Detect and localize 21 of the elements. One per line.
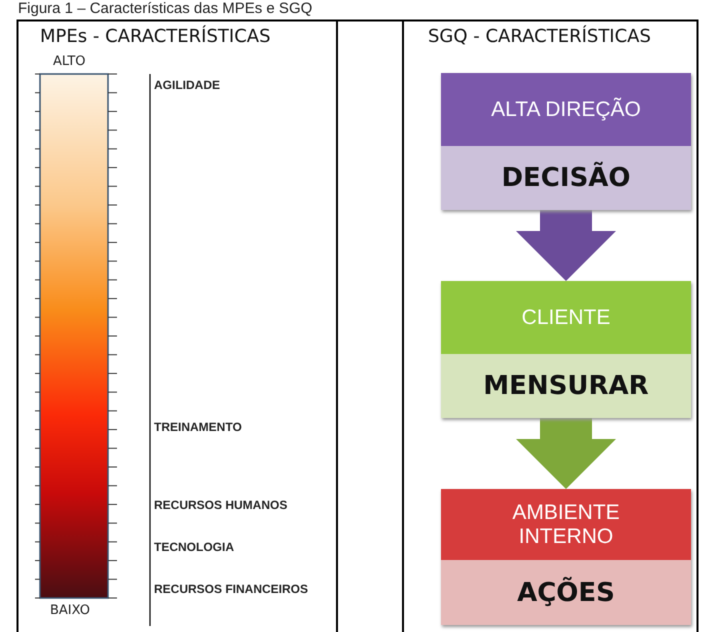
box-heading: CLIENTE — [441, 281, 691, 354]
box-body-text: DECISÃO — [441, 146, 691, 210]
block-arrow — [516, 210, 616, 281]
box-heading: AMBIENTE INTERNO — [441, 489, 691, 560]
scale-end-label: ALTO — [53, 54, 86, 69]
scale-item-label: RECURSOS HUMANOS — [154, 498, 288, 512]
box-body-text: AÇÕES — [441, 560, 691, 625]
column-heading: SGQ - CARACTERÍSTICAS — [428, 26, 651, 47]
scale-item-label: AGILIDADE — [154, 78, 220, 92]
column-heading: MPEs - CARACTERÍSTICAS — [40, 26, 271, 47]
box-body-text: MENSURAR — [441, 354, 691, 418]
process-box — [441, 73, 691, 210]
process-box — [441, 281, 691, 418]
process-box — [441, 489, 691, 625]
scale-item-label: RECURSOS FINANCEIROS — [154, 582, 308, 596]
block-arrow — [516, 418, 616, 489]
scale-item-label: TREINAMENTO — [154, 420, 242, 434]
box-heading: ALTA DIREÇÃO — [441, 73, 691, 146]
figure-title: Figura 1 – Características das MPEs e SGQ — [18, 0, 312, 17]
scale-end-label: BAIXO — [50, 603, 90, 618]
scale-item-label: TECNOLOGIA — [154, 540, 234, 554]
